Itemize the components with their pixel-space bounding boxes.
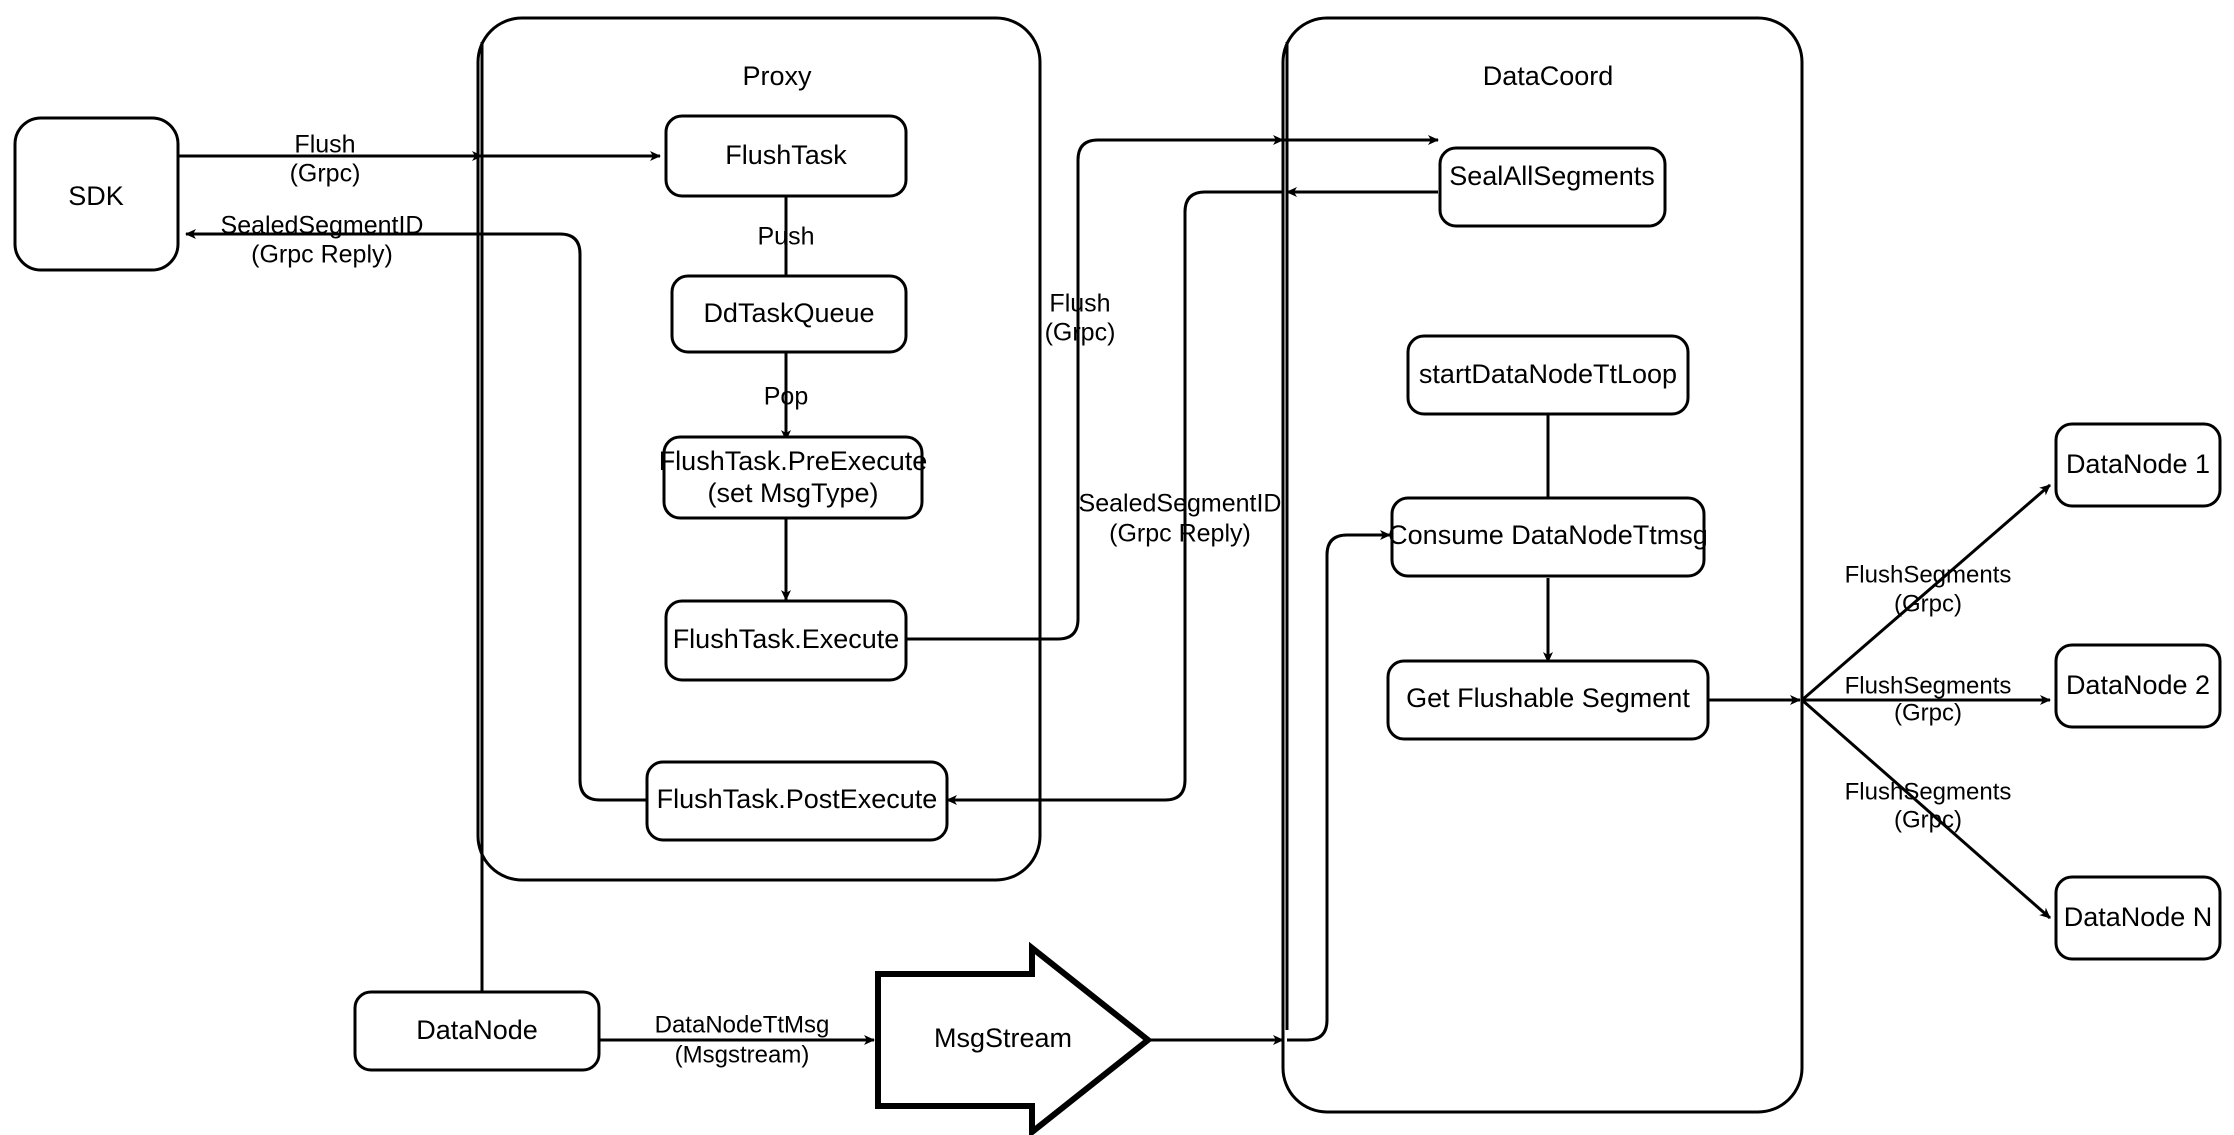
node-consume-datanodettmsg[interactable] bbox=[1390, 496, 1706, 578]
node-flushtask-preexecute-label-line2: (set MsgType) bbox=[707, 478, 878, 508]
node-ddtaskqueue-label: DdTaskQueue bbox=[703, 298, 874, 328]
datacoord-group-label: DataCoord bbox=[1483, 61, 1614, 91]
edge-label-flushsegments-n-line1: FlushSegments bbox=[1845, 778, 2012, 805]
node-ddtaskqueue[interactable] bbox=[670, 274, 908, 354]
edge-label-coord-to-proxy-line2: (Grpc Reply) bbox=[1109, 520, 1251, 548]
edge-label-sdk-to-proxy-line1: Flush bbox=[294, 131, 355, 159]
edge-label-datanodettmsg-line2: (Msgstream) bbox=[675, 1041, 810, 1068]
proxy-group-container bbox=[476, 16, 1042, 882]
edge-label-coord-to-proxy-line1: SealedSegmentID bbox=[1079, 490, 1282, 518]
edge-label-proxy-to-coord-line1: Flush bbox=[1049, 290, 1110, 318]
node-startdatanodettloop-label: startDataNodeTtLoop bbox=[1419, 359, 1677, 389]
node-sdk-label: SDK bbox=[68, 181, 124, 211]
edge-label-proxy-to-coord-line2: (Grpc) bbox=[1045, 319, 1116, 347]
edge-postexecute-to-sdk-return bbox=[490, 232, 651, 802]
node-flushtask-label: FlushTask bbox=[725, 140, 847, 170]
node-get-flushable-segment[interactable] bbox=[1386, 659, 1710, 741]
node-datanode-1[interactable] bbox=[2054, 422, 2222, 508]
node-datanode-bottom-label: DataNode bbox=[416, 1015, 538, 1045]
proxy-group-label: Proxy bbox=[742, 61, 812, 91]
node-startdatanodettloop[interactable] bbox=[1406, 334, 1690, 416]
edge-label-flushsegments-1-line1: FlushSegments bbox=[1845, 561, 2012, 588]
edge-label-flushsegments-2-line2: (Grpc) bbox=[1894, 699, 1962, 726]
node-datanode-2-label: DataNode 2 bbox=[2066, 670, 2210, 700]
node-datanode-1-label: DataNode 1 bbox=[2066, 449, 2210, 479]
edge-junction-to-datanode1 bbox=[1801, 483, 2051, 702]
edge-label-proxy-to-sdk-line1: SealedSegmentID bbox=[221, 212, 424, 240]
node-sealallsegments[interactable] bbox=[1438, 146, 1667, 228]
node-flushtask-postexecute-label: FlushTask.PostExecute bbox=[657, 784, 938, 814]
node-datanode-n[interactable] bbox=[2054, 875, 2222, 961]
edge-label-pop: Pop bbox=[764, 383, 808, 411]
node-consume-datanodettmsg-label: Consume DataNodeTtmsg bbox=[1388, 520, 1708, 550]
msgstream-arrow-shape bbox=[875, 941, 1153, 1135]
edge-label-sdk-to-proxy-line2: (Grpc) bbox=[290, 160, 361, 188]
edge-datacoord-to-consume bbox=[1287, 530, 1391, 1042]
edge-junction-to-datanoden bbox=[1801, 698, 2051, 920]
edge-execute-to-datacoord bbox=[905, 135, 1284, 641]
node-flushtask-execute[interactable] bbox=[664, 599, 908, 682]
node-flushtask-execute-label: FlushTask.Execute bbox=[673, 624, 900, 654]
datacoord-group-container bbox=[1281, 16, 1804, 1114]
edge-label-flushsegments-n-line2: (Grpc) bbox=[1894, 806, 1962, 833]
node-flushtask[interactable] bbox=[664, 114, 908, 198]
edge-label-datanodettmsg-line1: DataNodeTtMsg bbox=[655, 1011, 830, 1038]
edge-label-flushsegments-1-line2: (Grpc) bbox=[1894, 590, 1962, 617]
node-flushtask-preexecute-label-line1: FlushTask.PreExecute bbox=[659, 446, 928, 476]
node-sdk[interactable] bbox=[13, 116, 180, 272]
node-flushtask-postexecute[interactable] bbox=[645, 760, 949, 842]
edge-label-flushsegments-2-line1: FlushSegments bbox=[1845, 672, 2012, 699]
node-datanode-2[interactable] bbox=[2054, 643, 2222, 729]
node-datanode-bottom[interactable] bbox=[353, 990, 601, 1072]
node-datanode-n-label: DataNode N bbox=[2064, 902, 2213, 932]
node-sealallsegments-label: SealAllSegments bbox=[1449, 161, 1655, 191]
node-flushtask-preexecute[interactable] bbox=[662, 435, 924, 520]
edge-label-proxy-to-sdk-line2: (Grpc Reply) bbox=[251, 241, 393, 269]
edge-label-push: Push bbox=[758, 223, 815, 251]
edge-coord-reply-route bbox=[946, 190, 1283, 805]
node-get-flushable-segment-label: Get Flushable Segment bbox=[1406, 683, 1690, 713]
node-msgstream-label: MsgStream bbox=[934, 1023, 1072, 1053]
